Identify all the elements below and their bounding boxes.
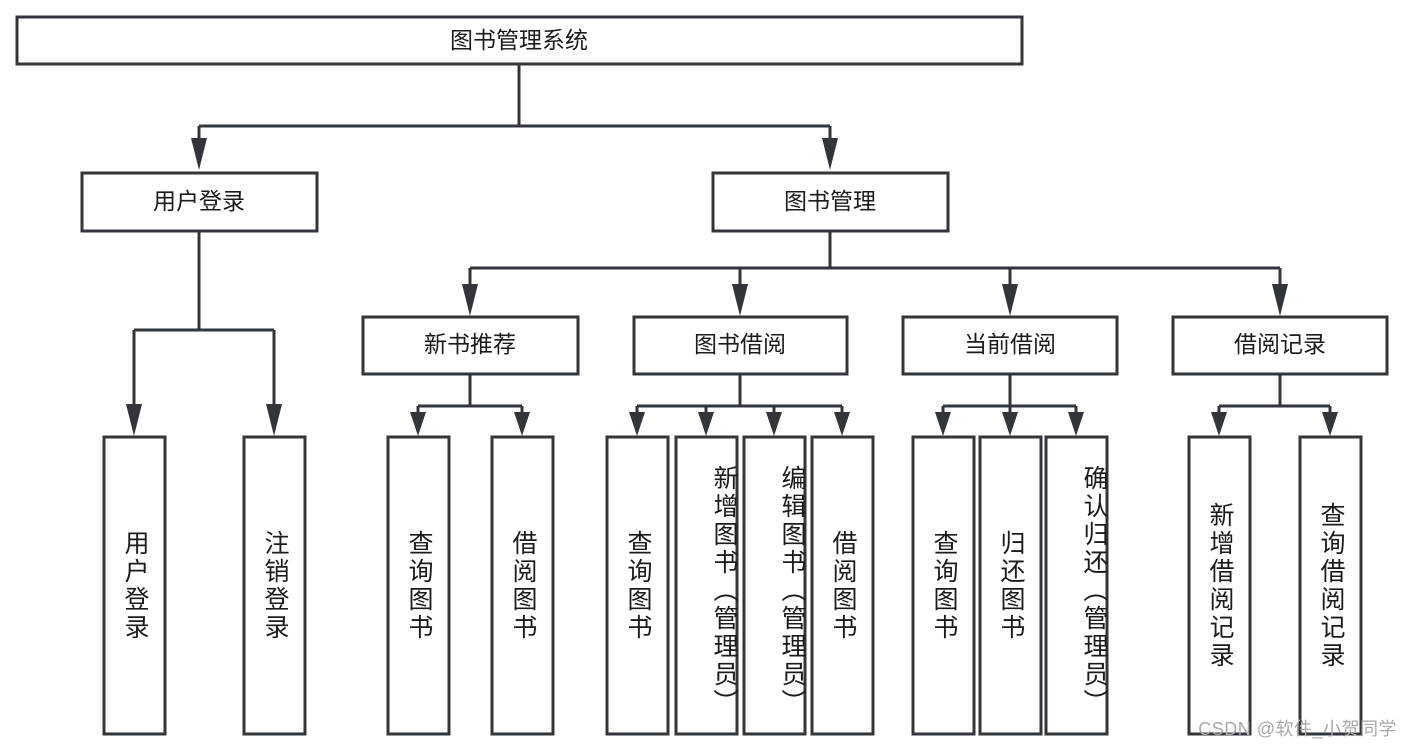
node-borrow-record-box[interactable] — [1171, 315, 1389, 376]
leaf-box-query-book-2[interactable] — [605, 435, 670, 736]
arrow-current-borrow-leaf-2 — [1002, 412, 1018, 436]
node-root-label: 图书管理系统 — [450, 27, 588, 53]
node-current-borrow-label: 当前借阅 — [964, 331, 1056, 357]
leaf-box-add-record[interactable] — [1187, 435, 1252, 736]
leaf-box-borrow-book-1[interactable] — [490, 435, 555, 736]
connector-group-book-borrow — [629, 375, 850, 436]
leaf-box-query-book-1[interactable] — [386, 435, 451, 736]
connector-group-user-login — [126, 232, 282, 436]
node-book-borrow[interactable]: 图书借阅 — [632, 315, 849, 376]
node-book-manage-label: 图书管理 — [784, 188, 876, 214]
node-book-manage[interactable]: 图书管理 — [711, 171, 950, 233]
connector-group-root — [191, 64, 838, 170]
arrow-root-to-user-login — [191, 138, 207, 170]
node-book-manage-box[interactable] — [711, 171, 950, 233]
leaf-box-return-book[interactable] — [978, 435, 1043, 736]
arrow-borrow-record-leaf-2 — [1322, 412, 1338, 436]
leaf-box-confirm-return[interactable] — [1044, 435, 1109, 736]
arrow-new-book-leaf-2 — [514, 412, 530, 436]
arrow-book-borrow-leaf-3 — [766, 412, 782, 436]
node-user-login[interactable]: 用户登录 — [80, 171, 319, 233]
connector-group-current-borrow — [935, 375, 1084, 436]
arrow-book-borrow-leaf-2 — [698, 412, 714, 436]
leaf-box-user-login[interactable] — [102, 435, 167, 736]
node-new-book-recommend-label: 新书推荐 — [424, 331, 516, 357]
node-root-box[interactable] — [15, 15, 1024, 66]
node-book-borrow-label: 图书借阅 — [694, 331, 786, 357]
node-new-book-recommend[interactable]: 新书推荐 — [361, 315, 580, 376]
arrow-current-borrow-leaf-3 — [1068, 412, 1084, 436]
arrow-book-borrow-leaf-4 — [834, 412, 850, 436]
node-current-borrow[interactable]: 当前借阅 — [901, 315, 1119, 376]
arrow-bm-to-new-book — [462, 284, 478, 316]
connector-group-new-book — [410, 375, 530, 436]
node-borrow-record[interactable]: 借阅记录 — [1171, 315, 1389, 376]
node-current-borrow-box[interactable] — [901, 315, 1119, 376]
arrow-bm-to-book-borrow — [732, 284, 748, 316]
arrow-bm-to-current-borrow — [1002, 284, 1018, 316]
node-user-login-label: 用户登录 — [153, 188, 245, 214]
leaf-box-add-book[interactable] — [674, 435, 739, 736]
arrow-bm-to-borrow-record — [1272, 284, 1288, 316]
arrow-current-borrow-leaf-1 — [935, 412, 951, 436]
leaf-box-borrow-book-2[interactable] — [810, 435, 875, 736]
node-borrow-record-label: 借阅记录 — [1234, 331, 1326, 357]
arrow-user-login-leaf-2 — [266, 404, 282, 436]
node-user-login-box[interactable] — [80, 171, 319, 233]
arrow-borrow-record-leaf-1 — [1211, 412, 1227, 436]
node-book-borrow-box[interactable] — [632, 315, 849, 376]
leaf-box-query-record[interactable] — [1298, 435, 1363, 736]
csdn-watermark: CSDN @软件_小贺同学 — [1198, 719, 1397, 739]
connector-group-borrow-record — [1211, 375, 1338, 436]
arrow-root-to-book-manage — [822, 138, 838, 170]
node-new-book-recommend-box[interactable] — [361, 315, 580, 376]
leaf-box-edit-book[interactable] — [742, 435, 807, 736]
connector-group-book-manage — [462, 232, 1288, 316]
leaf-box-logout-login[interactable] — [242, 435, 307, 736]
arrow-new-book-leaf-1 — [410, 412, 426, 436]
leaf-box-query-book-3[interactable] — [911, 435, 976, 736]
node-root[interactable]: 图书管理系统 — [15, 15, 1024, 66]
arrow-user-login-leaf-1 — [126, 404, 142, 436]
arrow-book-borrow-leaf-1 — [629, 412, 645, 436]
